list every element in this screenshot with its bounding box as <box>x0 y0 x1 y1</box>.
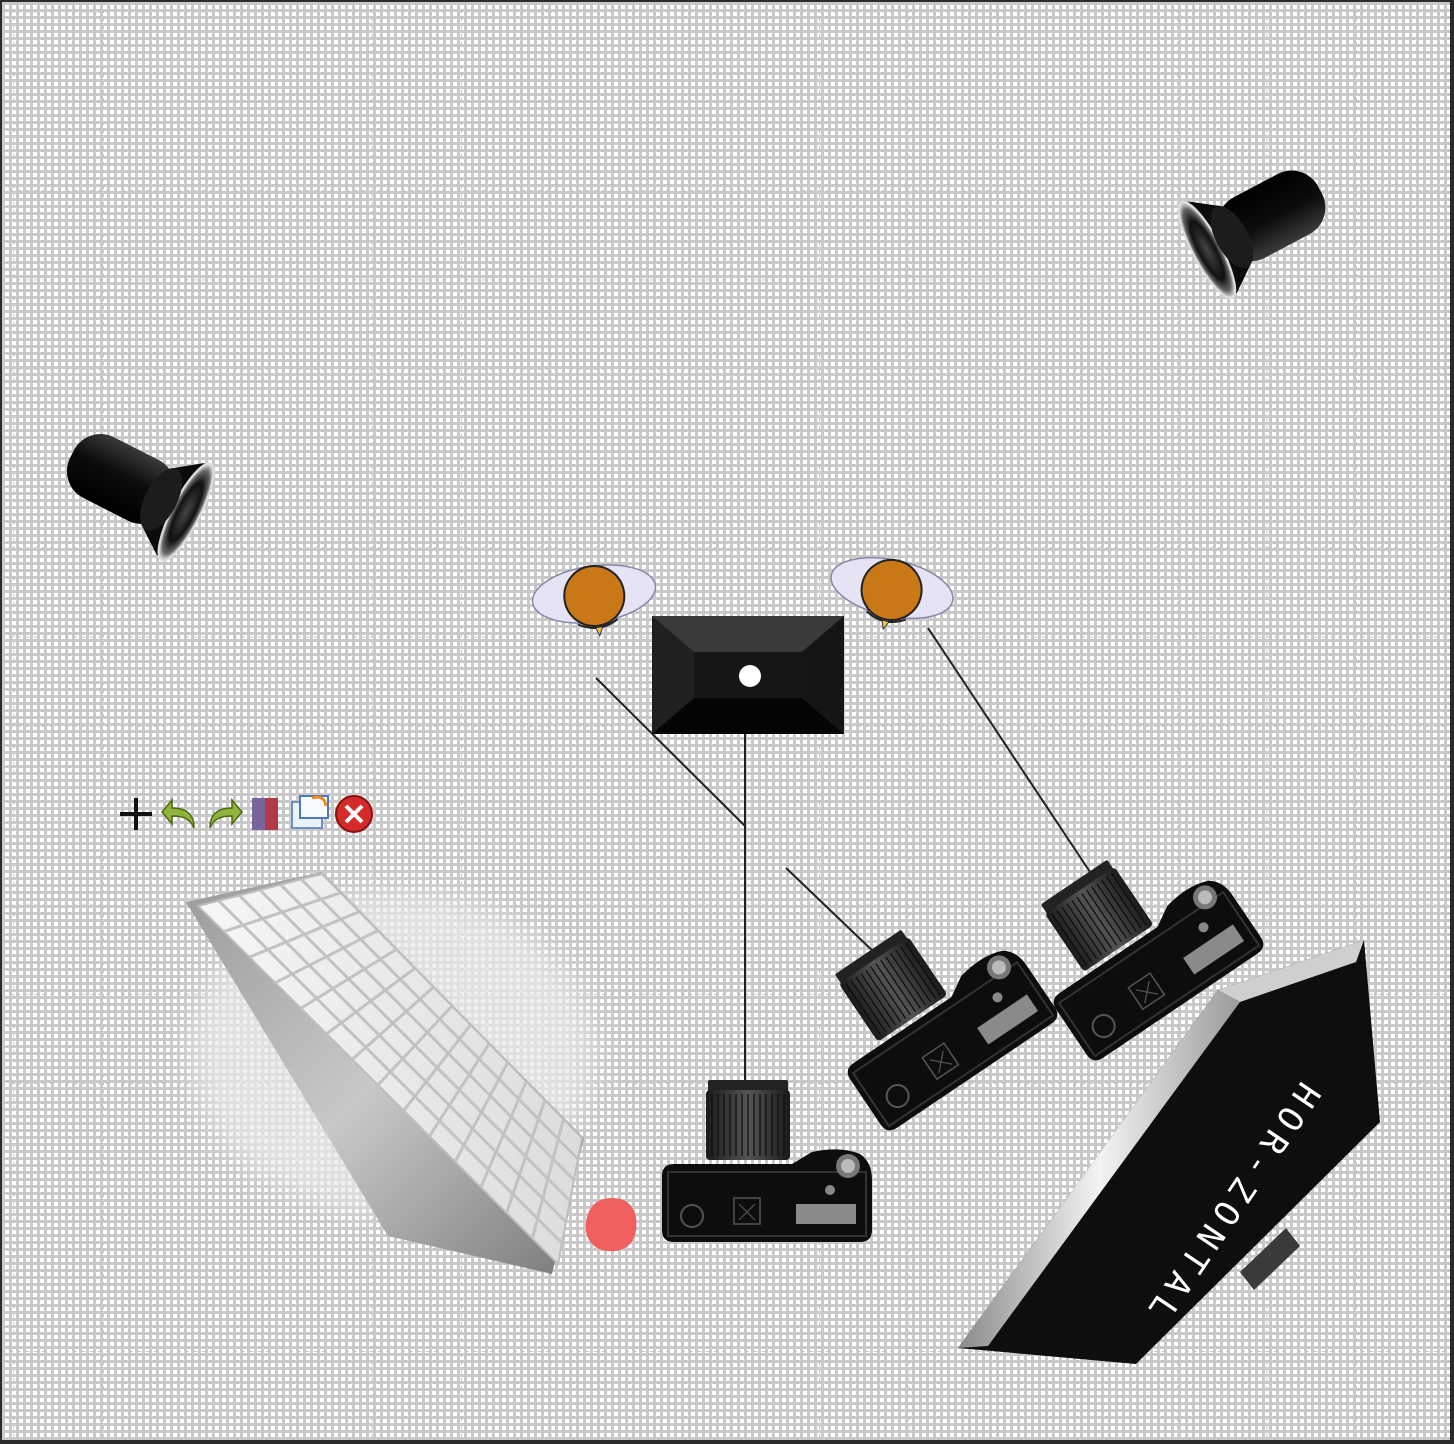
red-marker[interactable] <box>585 1198 637 1252</box>
model-left[interactable] <box>527 556 663 646</box>
camera-center[interactable] <box>661 1079 873 1243</box>
camera-middle[interactable] <box>795 881 1063 1136</box>
grid-softbox[interactable] <box>186 872 592 1274</box>
selection-toolbar <box>118 795 373 833</box>
light-beam-lines <box>595 627 1095 1084</box>
square-reflector[interactable] <box>652 616 844 734</box>
strobe-light-left[interactable] <box>46 404 225 568</box>
undo-arrow-icon[interactable] <box>160 796 200 832</box>
redo-arrow-icon[interactable] <box>206 796 246 832</box>
color-swatch-icon[interactable] <box>252 798 278 830</box>
duplicate-window-icon[interactable] <box>291 795 329 829</box>
delete-x-icon[interactable] <box>335 795 373 833</box>
move-cross-icon[interactable] <box>118 796 154 832</box>
